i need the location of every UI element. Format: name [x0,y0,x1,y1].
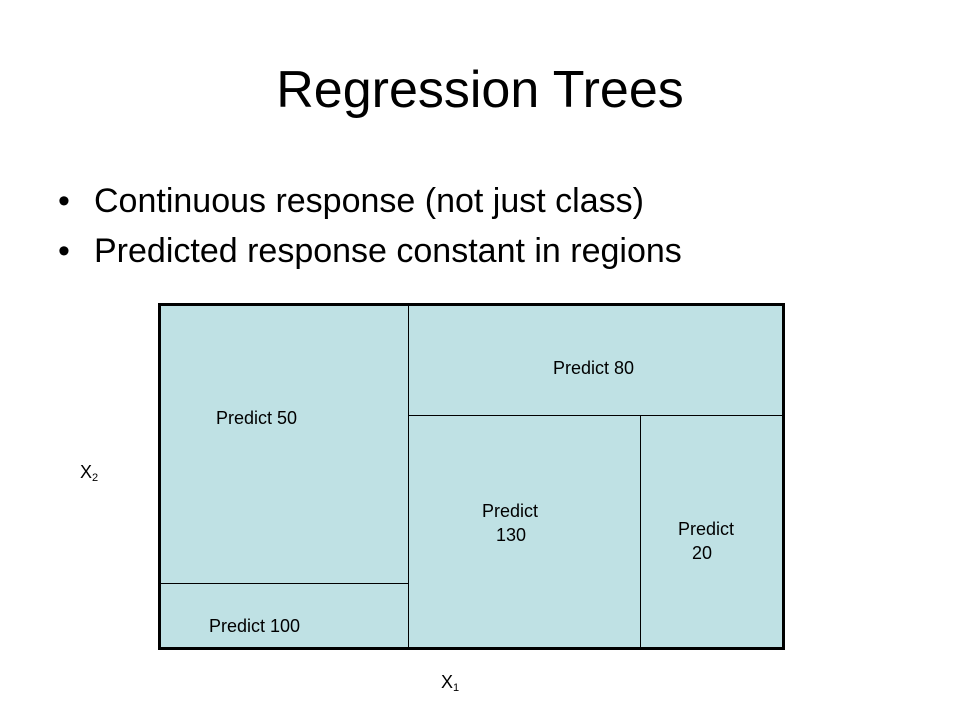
slide-title: Regression Trees [276,61,684,119]
region-label-predict-130: Predict 130 [482,501,539,545]
split-line-right-lower [640,415,641,647]
bullet-dot-icon: • [58,182,70,220]
x-axis-label: X1 [441,672,460,694]
split-line-left-bottom [161,583,409,584]
region-label-predict-50: Predict 50 [216,408,298,428]
region-label-predict-100: Predict 100 [209,616,301,636]
bullet-item: • Predicted response constant in regions [58,226,682,276]
bullet-item: • Continuous response (not just class) [58,176,682,226]
bullet-dot-icon: • [58,232,70,270]
bullet-text: Continuous response (not just class) [94,182,644,220]
split-line-x1-main [408,306,409,647]
bullet-text: Predicted response constant in regions [94,232,682,270]
bullet-list: • Continuous response (not just class) •… [58,176,682,276]
region-label-predict-80: Predict 80 [553,358,635,378]
partition-diagram: Predict 50 Predict 100 Predict 80 Predic… [158,303,785,650]
y-axis-label: X2 [80,462,99,484]
region-label-predict-20: Predict 20 [678,519,735,563]
split-line-right-top [408,415,782,416]
